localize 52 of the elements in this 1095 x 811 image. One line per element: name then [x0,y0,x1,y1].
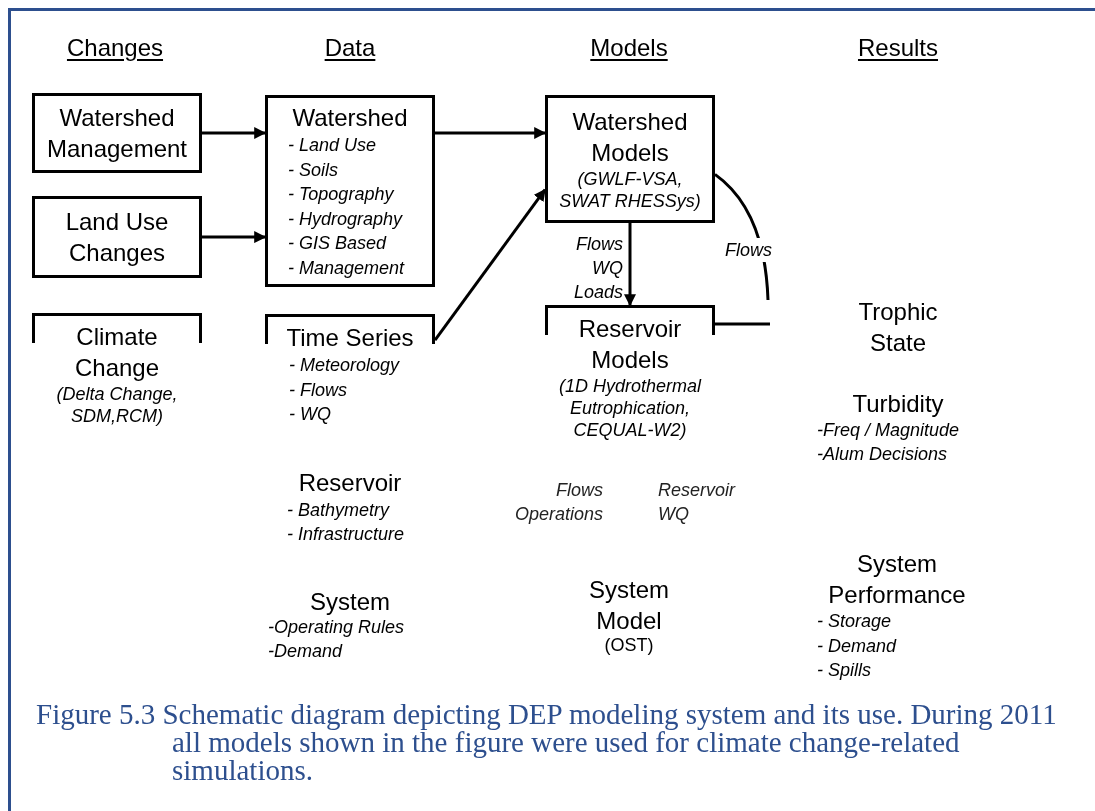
list-item: - Flows [288,378,347,402]
list-item: - Bathymetry [287,499,391,522]
arrow [202,231,267,244]
node-subtitle: (GWLF-VSA, SWAT RHESSys) [558,168,702,212]
column-heading: Results [857,34,939,62]
text-label: Trophic State [857,297,939,358]
text-label: System Performance [827,549,967,610]
text-label: (OST) [603,634,655,656]
text-label: Turbidity [851,389,945,419]
list-item: -Alum Decisions [817,443,949,466]
process-box [32,93,202,173]
process-box [265,95,435,287]
list-item: -Freq / Magnitude [817,419,961,442]
node-title: Watershed Models [571,107,689,168]
connector-line [715,322,770,326]
list-item: -Operating Rules [268,616,406,639]
arrow [202,127,267,139]
text-label: Flows Operations [513,479,603,526]
list-item: -Demand [268,640,344,663]
text-label: Reservoir WQ [658,479,737,526]
column-heading: Changes [65,34,165,62]
list-item: - Soils [287,158,338,182]
list-item: - Land Use [287,134,377,157]
text-label: Reservoir [297,468,403,498]
arrow [433,188,547,341]
list-item: - Storage [817,610,893,633]
column-heading: Data [323,34,377,62]
node-subtitle: (1D Hydrothermal Eutrophication, CEQUAL-W2) [557,375,703,441]
column-heading: Models [589,34,669,62]
node-title: Reservoir Models [577,314,683,375]
figure-caption: Figure 5.3 Schematic diagram depicting DEP modeling system and its use. During 2011 all models shown in the figure were used for climate change-related simulations. [36,700,1058,784]
arrow [435,127,547,139]
node-title: Time Series [286,323,414,353]
list-item: - Hydrography [287,207,403,231]
node-title: Watershed [292,103,408,133]
text-label: System [309,587,391,617]
node-subtitle: (Delta Change, SDM,RCM) [55,383,179,427]
node-title: Climate Change [73,322,161,383]
list-item: - Management [287,256,405,280]
list-item: - Demand [817,635,898,658]
list-item: - WQ [288,403,331,426]
process-box [545,95,715,223]
list-item: - Infrastructure [287,523,406,546]
list-item: - Meteorology [288,354,400,377]
list-item: - GIS Based [287,232,387,255]
arrow [624,223,636,307]
list-item: - Topography [287,183,394,206]
text-label: System Model [588,575,670,636]
node-title: Watershed Management [45,103,189,164]
node-title: Land Use Changes [64,207,170,268]
process-box [32,196,202,278]
list-item: - Spills [817,659,872,682]
